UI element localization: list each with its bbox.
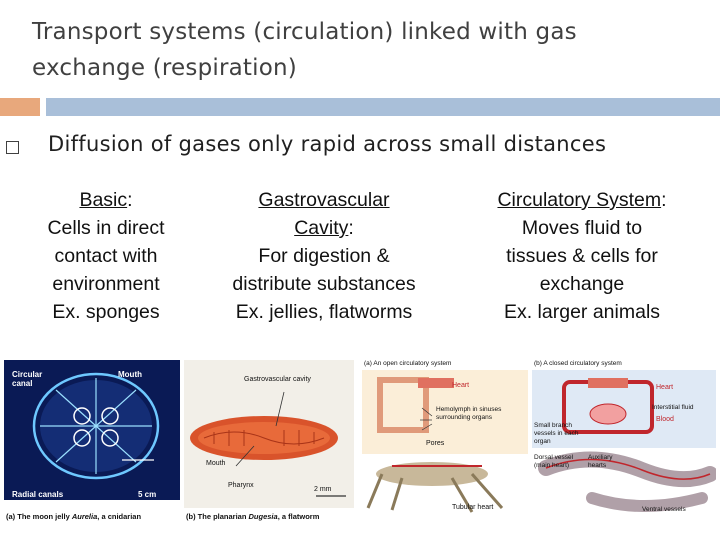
open-circulatory-illustration — [362, 358, 528, 518]
column-heading: Basic: — [79, 189, 133, 211]
jelly-figure: Circular canal Mouth Radial canals 5 cm — [4, 360, 180, 500]
slide-title: Transport systems (circulation) linked w… — [32, 19, 577, 81]
caption-planarian: (b) The planarian Dugesia, a flatworm — [186, 512, 320, 521]
closed-circulatory-figure: (b) A closed circulatory system Heart In… — [532, 358, 716, 518]
header-closed: (b) A closed circulatory system — [534, 360, 622, 367]
bullet-square-icon — [6, 141, 19, 154]
label-dorsal-vessel: Dorsal vessel (main heart) — [534, 454, 574, 469]
accent-bar-blue — [46, 98, 720, 116]
label-heart: Heart — [452, 382, 470, 389]
column-line: contact with — [54, 245, 158, 267]
label-mouth: Mouth — [206, 460, 226, 467]
label-tubular-heart: Tubular heart — [452, 504, 494, 511]
planarian-figure: Gastrovascular cavity Mouth Pharynx 2 mm — [184, 360, 354, 508]
column-line: Ex. sponges — [52, 301, 160, 323]
open-circulatory-figure: (a) An open circulatory system Heart Hem… — [362, 358, 528, 518]
closed-circulatory-illustration — [532, 358, 716, 518]
column-line: Cells in direct — [47, 217, 165, 239]
column-circulatory: Circulatory System: Moves fluid to tissu… — [462, 186, 702, 326]
label-radial-canals: Radial canals — [12, 490, 64, 499]
column-heading: Circulatory System: — [497, 189, 667, 211]
caption-jelly: (a) The moon jelly Aurelia, a cnidarian — [6, 512, 142, 521]
label-interstitial-fluid: Interstitial fluid — [652, 404, 694, 411]
label-circular-canal: Circular canal — [12, 370, 43, 388]
column-line: distribute substances — [232, 273, 416, 295]
label-auxiliary-hearts: Auxiliary hearts — [588, 454, 613, 469]
label-ventral-vessels: Ventral vessels — [642, 506, 686, 513]
label-small-branch: Small branch vessels in each organ — [534, 422, 579, 445]
label-mouth: Mouth — [118, 370, 142, 379]
column-basic: Basic: Cells in direct contact with envi… — [20, 186, 192, 326]
column-line: Moves fluid to — [521, 217, 643, 239]
label-pores: Pores — [426, 440, 445, 447]
column-line: Ex. jellies, flatworms — [235, 301, 413, 323]
column-line: For digestion & — [258, 245, 390, 267]
column-gastrovascular: Gastrovascular Cavity: For digestion & d… — [200, 186, 448, 326]
column-line: Ex. larger animals — [503, 301, 661, 323]
header-open: (a) An open circulatory system — [364, 360, 452, 367]
jelly-illustration — [32, 372, 160, 480]
scale-label: 5 cm — [138, 490, 157, 499]
label-hemolymph: Hemolymph in sinuses surrounding organs — [436, 406, 502, 421]
label-blood: Blood — [656, 416, 674, 423]
scale-label: 2 mm — [314, 486, 332, 493]
column-heading-2: Cavity: — [294, 217, 354, 239]
bullet-text: Diffusion of gases only rapid across sma… — [48, 132, 607, 156]
column-heading: Gastrovascular — [258, 189, 390, 211]
column-line: tissues & cells for — [506, 245, 658, 267]
planarian-illustration — [190, 391, 346, 497]
accent-bar-orange — [0, 98, 40, 116]
label-heart: Heart — [656, 384, 674, 391]
label-pharynx: Pharynx — [228, 482, 254, 489]
column-line: environment — [52, 273, 160, 295]
column-line: exchange — [539, 273, 625, 295]
label-gastrovascular-cavity: Gastrovascular cavity — [244, 376, 311, 383]
